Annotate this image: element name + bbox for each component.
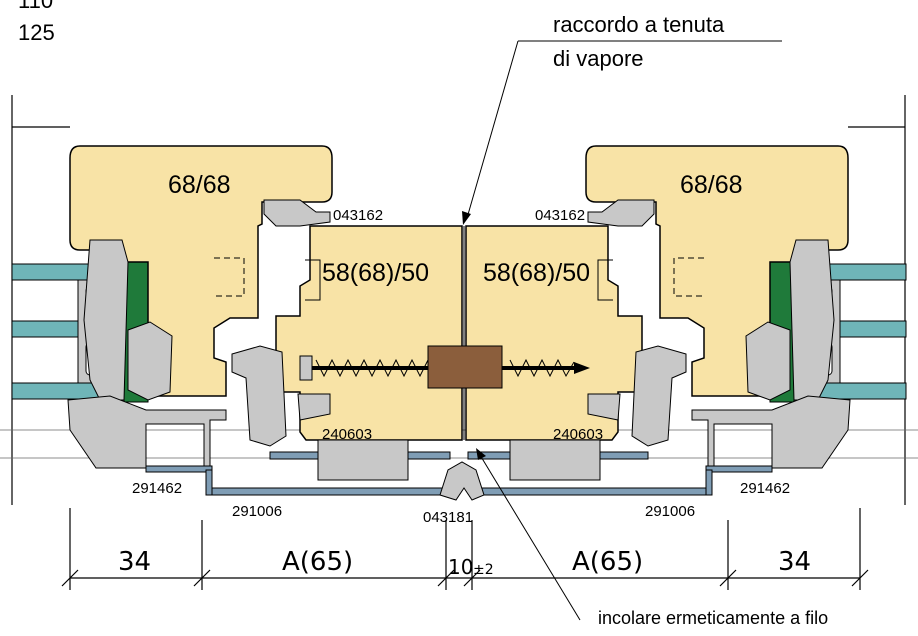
sash-left-label: 58(68)/50 xyxy=(322,259,429,287)
seal-flush-label: incolare ermeticamente a filo xyxy=(598,608,828,628)
wood-block xyxy=(427,345,503,389)
dim-left-34: 34 xyxy=(118,547,151,577)
vapor-seal-label-line1: raccordo a tenuta xyxy=(553,12,725,37)
dim-right-34: 34 xyxy=(778,547,811,577)
hardware-recess xyxy=(214,257,704,301)
seals xyxy=(83,199,835,447)
dim-right-a65: A(65) xyxy=(572,547,643,577)
dim-gap-10: 10 xyxy=(448,555,473,579)
seal-flush-leader xyxy=(479,454,581,621)
vapor-seal-arrow xyxy=(462,211,471,225)
sash-left xyxy=(275,225,463,441)
dim-gap-tolerance: ±2 xyxy=(473,562,494,578)
part-cover-right: 291462 xyxy=(740,480,790,497)
frame-left-label: 68/68 xyxy=(168,171,231,199)
part-center-seal: 043181 xyxy=(423,509,473,526)
part-rail-right: 291006 xyxy=(645,503,695,520)
part-cover-left: 291462 xyxy=(132,480,182,497)
top-number-125: 125 xyxy=(18,20,55,45)
vapor-seal-label-line2: di vapore xyxy=(553,46,644,71)
aluminium-profiles xyxy=(67,395,851,496)
top-number-110: 110 xyxy=(18,0,53,13)
center-seal xyxy=(439,461,485,501)
part-gasket-top-right: 043162 xyxy=(535,207,585,224)
part-gasket-mid-left: 240603 xyxy=(322,426,372,443)
dim-left-a65: A(65) xyxy=(282,547,353,577)
part-gasket-top-left: 043162 xyxy=(333,207,383,224)
vapor-seal-leader xyxy=(466,40,519,219)
frame-left xyxy=(69,145,333,397)
seal-flush-arrow xyxy=(476,448,486,460)
part-rail-left: 291006 xyxy=(232,503,282,520)
frame-right xyxy=(585,145,849,397)
dimension-line xyxy=(61,508,869,590)
sash-right-label: 58(68)/50 xyxy=(483,259,590,287)
frame-right-label: 68/68 xyxy=(680,171,743,199)
part-gasket-mid-right: 240603 xyxy=(553,426,603,443)
